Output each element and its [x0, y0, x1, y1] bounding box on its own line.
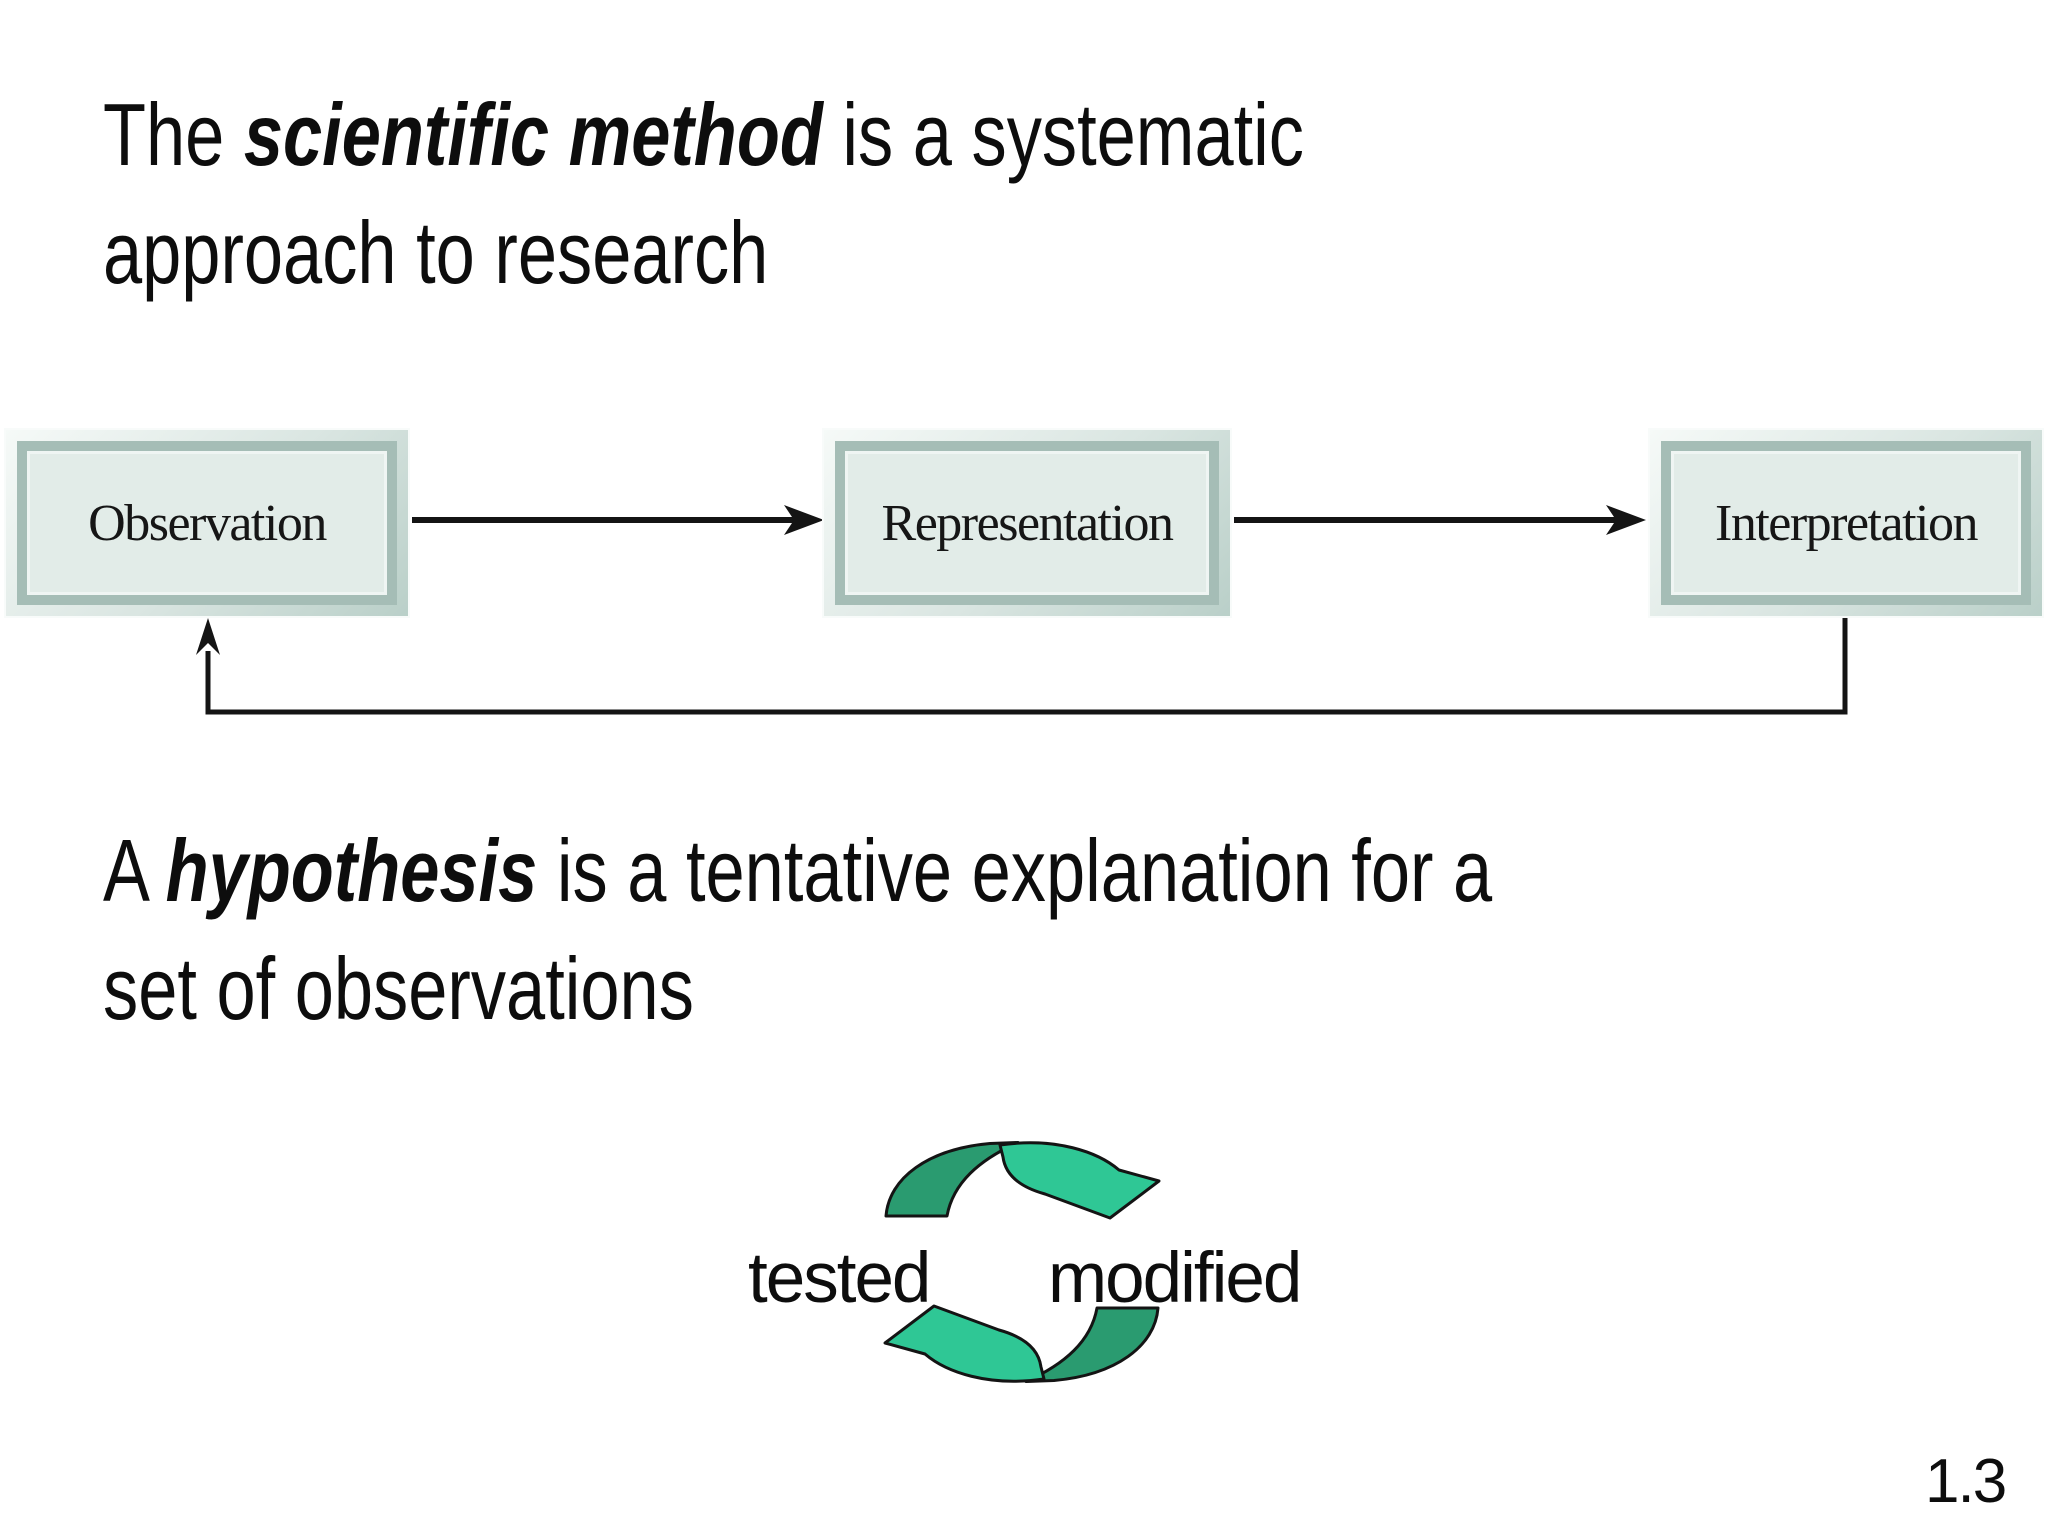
cycle-label-modified: modified — [1048, 1239, 1302, 1318]
statement-hypothesis: A hypothesis is a tentative explanation … — [103, 812, 1492, 1048]
flow-box-interpretation-label: Interpretation — [1674, 454, 2018, 592]
arrow-right-icon — [1606, 505, 1646, 535]
statement-1-prefix: The — [103, 85, 244, 184]
statement-2-line-1: A hypothesis is a tentative explanation … — [103, 812, 1492, 930]
statement-2-rest: is a tentative explanation for a — [537, 821, 1493, 920]
arrow-right-icon — [784, 505, 824, 535]
flow-box-interpretation-frame: Interpretation — [1661, 441, 2031, 605]
cycle-arrow-icon — [884, 1141, 1161, 1220]
flow-diagram-connectors — [196, 505, 1848, 715]
cycle-label-tested: tested — [748, 1239, 931, 1318]
statement-1-line-2: approach to research — [103, 203, 769, 302]
statement-1-rest: is a systematic — [822, 85, 1305, 184]
flow-box-interpretation: Interpretation — [1648, 428, 2044, 618]
statement-scientific-method: The scientific method is a systematic ap… — [103, 76, 1304, 312]
statement-2-line-2: set of observations — [103, 939, 694, 1038]
statement-2-emphasis: hypothesis — [165, 821, 538, 920]
flow-arrow-observation-to-representation — [412, 505, 824, 535]
cycle-diagram — [883, 1141, 1161, 1383]
arrow-up-icon — [196, 618, 220, 655]
cycle-arrow-dark-segment — [884, 1141, 1020, 1218]
flow-arrow-representation-to-interpretation — [1234, 505, 1646, 535]
cycle-arrow-light-segment — [998, 1141, 1161, 1220]
flow-box-representation-frame: Representation — [835, 441, 1219, 605]
page-number: 1.3 — [1925, 1447, 2007, 1516]
flow-box-observation-frame: Observation — [17, 441, 397, 605]
flow-box-observation-label: Observation — [30, 454, 384, 592]
flow-box-representation: Representation — [822, 428, 1232, 618]
flow-box-observation: Observation — [4, 428, 410, 618]
flow-box-representation-label: Representation — [848, 454, 1206, 592]
feedback-loop-arrow — [196, 617, 1848, 715]
statement-1-line-1: The scientific method is a systematic — [103, 76, 1304, 194]
statement-1-emphasis: scientific method — [243, 85, 823, 184]
statement-2-prefix: A — [103, 821, 166, 920]
